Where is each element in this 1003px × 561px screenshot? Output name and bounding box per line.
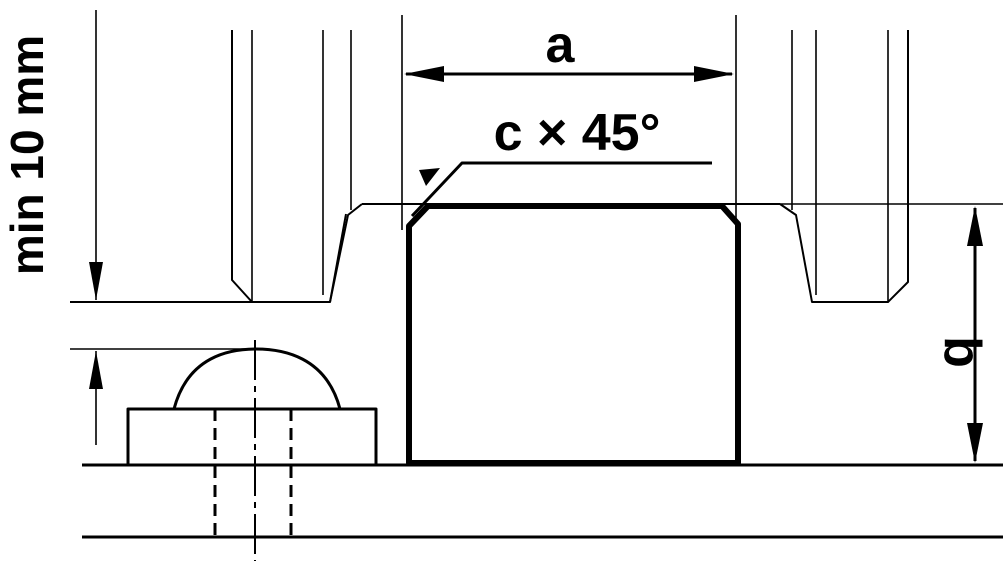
arrowhead-b-bottom	[967, 423, 983, 463]
right-profile	[779, 30, 909, 303]
right-profile-outer-line	[779, 30, 909, 303]
left-profile	[231, 30, 363, 303]
chamfer-leader-line	[410, 161, 712, 218]
arrowhead-a-left	[404, 66, 444, 82]
bolt-head-dome	[172, 347, 342, 410]
label-b: b	[933, 336, 991, 368]
label-chamfer: c × 45°	[494, 104, 661, 162]
dimension-min-10mm	[89, 10, 103, 445]
label-a: a	[546, 16, 576, 74]
chamfer-leader	[410, 161, 712, 218]
arrowhead-a-right	[694, 66, 734, 82]
dimension-a	[404, 66, 734, 82]
bolt-plate	[126, 407, 378, 467]
label-min-distance: min 10 mm	[1, 35, 53, 275]
dimension-b	[967, 206, 983, 463]
bolt-assembly	[126, 340, 378, 561]
arrowhead-min-bottom	[89, 351, 103, 389]
key-block	[406, 203, 741, 466]
chamfer-leader-arrow	[419, 168, 440, 186]
arrowhead-min-top	[89, 262, 103, 300]
arrowhead-b-top	[967, 206, 983, 246]
left-profile-taper	[329, 213, 347, 303]
